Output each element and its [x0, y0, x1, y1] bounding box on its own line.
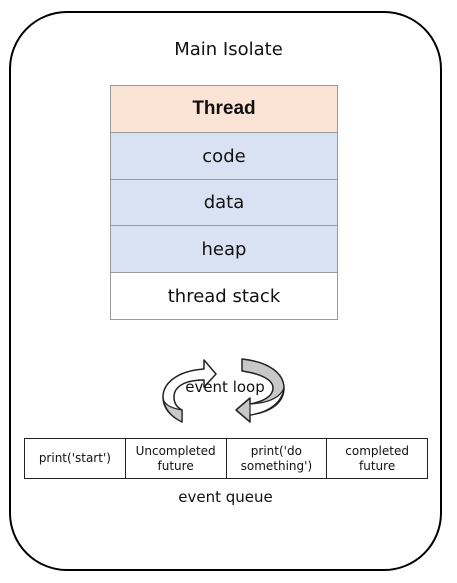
- queue-item-print-do-something: print('do something'): [227, 439, 328, 478]
- event-queue-label: event queue: [178, 488, 273, 506]
- event-loop-label: event loop: [185, 378, 265, 396]
- queue-item-completed-future: completed future: [345, 443, 409, 473]
- heap-segment: heap: [111, 226, 337, 273]
- isolate-title: Main Isolate: [174, 39, 283, 60]
- thread-header: Thread: [111, 86, 337, 133]
- event-queue: print('start') Uncompleted future print(…: [24, 438, 428, 479]
- event-loop-left-arrow-shade: [162, 396, 183, 423]
- queue-item-print-start: print('start'): [25, 439, 126, 478]
- event-loop-right-arrow-light: [249, 387, 285, 416]
- event-loop-arrows-icon: [162, 358, 285, 423]
- thread-stack-segment: thread stack: [111, 273, 337, 319]
- queue-item-uncompleted-future: Uncompleted future: [126, 439, 227, 478]
- thread-memory-table: Thread code data heap thread stack: [110, 85, 338, 320]
- code-segment: code: [111, 133, 337, 180]
- data-segment: data: [111, 180, 337, 226]
